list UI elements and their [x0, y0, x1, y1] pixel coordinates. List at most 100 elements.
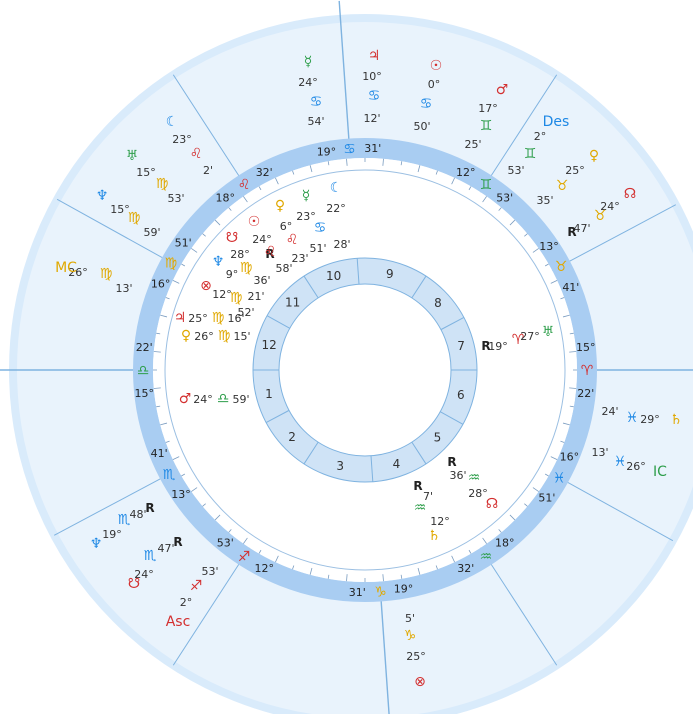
outer-glyph-icon: ♏: [118, 512, 131, 528]
inner-position-label: 28°: [230, 248, 250, 261]
degree-tick: [435, 565, 438, 570]
degree-ring: [164, 169, 566, 571]
degree-tick: [482, 537, 487, 544]
degree-tick: [562, 314, 570, 318]
venus-12-minutes: 15': [233, 330, 250, 343]
outer-glyph-icon: ♏: [144, 548, 157, 564]
outer-position-label: 26°: [626, 460, 646, 473]
degree-tick: [156, 405, 161, 408]
outer-glyph-icon: ♑: [404, 628, 417, 644]
outer-position-label: 13': [591, 446, 608, 459]
outer-glyph-icon: ♅: [126, 148, 139, 164]
outer-position-label: 24°: [600, 200, 620, 213]
outer-glyph-icon: ♉: [594, 208, 607, 224]
degree-tick: [153, 351, 161, 353]
outer-position-label: 2°: [180, 596, 193, 609]
degree-tick: [214, 514, 221, 521]
outer-position-label: 12': [363, 112, 380, 125]
zodiac-band-ring: [133, 138, 597, 602]
house-number-6: 6: [457, 388, 465, 402]
inner-position-label: 23': [291, 252, 308, 265]
outer-glyph-icon: ♊: [480, 118, 493, 134]
outer-glyph-icon: ♂: [496, 82, 509, 98]
cusp-2-minutes: 41': [151, 447, 168, 460]
outer-position-label: 15°: [110, 203, 130, 216]
inner-glyph-icon: ⊗: [200, 278, 212, 294]
outer-position-label: 50': [413, 120, 430, 133]
inner-glyph-icon: ♍: [240, 260, 253, 276]
retrograde-mark: R: [413, 479, 422, 493]
inner-glyph-icon: ☋: [226, 230, 238, 246]
outer-glyph-icon: ⊗: [414, 674, 426, 690]
cusp-8-minutes: 41': [562, 281, 579, 294]
outer-glyph-icon: ♊: [524, 146, 537, 162]
degree-tick: [550, 280, 558, 284]
degree-tick: [165, 297, 170, 300]
degree-tick: [228, 529, 232, 533]
outer-position-label: 25°: [406, 650, 426, 663]
cusp-2-degree: 13°: [171, 488, 191, 501]
outer-position-label: 13': [115, 282, 132, 295]
degree-tick: [243, 196, 248, 203]
retrograde-mark: R: [447, 455, 456, 469]
inner-position-label: 12°: [212, 288, 232, 301]
inner-position-label: 9°: [226, 268, 239, 281]
outer-glyph-icon: ♓: [614, 454, 627, 470]
outer-glyph-icon: IC: [653, 464, 667, 480]
house-divider: [439, 411, 464, 425]
cusp-1-sign-glyph: ♎: [137, 363, 150, 379]
inner-position-label: 52': [237, 306, 254, 319]
outer-position-label: 10°: [362, 70, 382, 83]
house-number-12: 12: [262, 338, 277, 352]
outer-position-label: 59': [143, 226, 160, 239]
outer-glyph-icon: ♆: [90, 536, 103, 552]
inner-glyph-icon: ♅: [542, 324, 555, 340]
house-divider: [411, 441, 427, 465]
house-divider: [265, 409, 290, 424]
cusp-11-degree: 18°: [216, 191, 236, 204]
degree-tick: [258, 549, 262, 554]
house-divider: [303, 275, 319, 299]
outer-position-label: 47': [157, 542, 174, 555]
house-divider: [440, 316, 465, 331]
outer-glyph-icon: ☿: [304, 54, 313, 70]
venus-12-icon: ♀: [181, 328, 191, 344]
cusp-4-degree: 19°: [394, 583, 414, 596]
outer-glyph-icon: Asc: [166, 614, 191, 630]
cusp-8-degree: 13°: [539, 240, 559, 253]
inner-position-label: 22°: [326, 202, 346, 215]
degree-tick: [382, 158, 384, 166]
jupiter-12-degree: 25°: [188, 312, 208, 325]
retrograde-mark: R: [265, 247, 274, 261]
outer-position-label: 26°: [68, 266, 88, 279]
outer-glyph-icon: ♆: [96, 188, 109, 204]
cusp-5-degree: 18°: [495, 537, 515, 550]
cusp-4-sign-glyph: ♑: [374, 584, 387, 600]
inner-position-label: 6°: [280, 220, 293, 233]
jupiter-12-minutes: 16': [227, 312, 244, 325]
outer-glyph-icon: ☋: [128, 576, 140, 592]
house-number-9: 9: [386, 267, 394, 281]
mars-sign-icon: ♎: [217, 391, 230, 407]
mars-minutes: 59': [232, 393, 249, 406]
cusp-7-sign-glyph: ♈: [581, 363, 594, 379]
house-number-1: 1: [265, 387, 273, 401]
jupiter-12-sign-icon: ♍: [212, 310, 225, 326]
degree-tick: [275, 177, 279, 185]
degree-tick: [382, 574, 384, 582]
house-number-2: 2: [288, 430, 296, 444]
cusp-3-degree: 12°: [254, 562, 274, 575]
cusp-10-sign-glyph: ♋: [343, 142, 356, 158]
degree-tick: [560, 297, 565, 300]
degree-tick: [172, 456, 180, 460]
outer-glyph-icon: ♋: [310, 94, 323, 110]
degree-tick: [509, 514, 516, 521]
inner-position-label: 36': [253, 274, 270, 287]
degree-tick: [560, 440, 565, 443]
house-number-10: 10: [326, 269, 341, 283]
inner-glyph-icon: ♈: [512, 332, 525, 348]
outer-glyph-icon: Des: [543, 114, 570, 130]
mars-icon: ♂: [179, 391, 192, 407]
degree-tick: [524, 503, 528, 507]
cusp-11-sign-glyph: ♌: [238, 177, 251, 193]
